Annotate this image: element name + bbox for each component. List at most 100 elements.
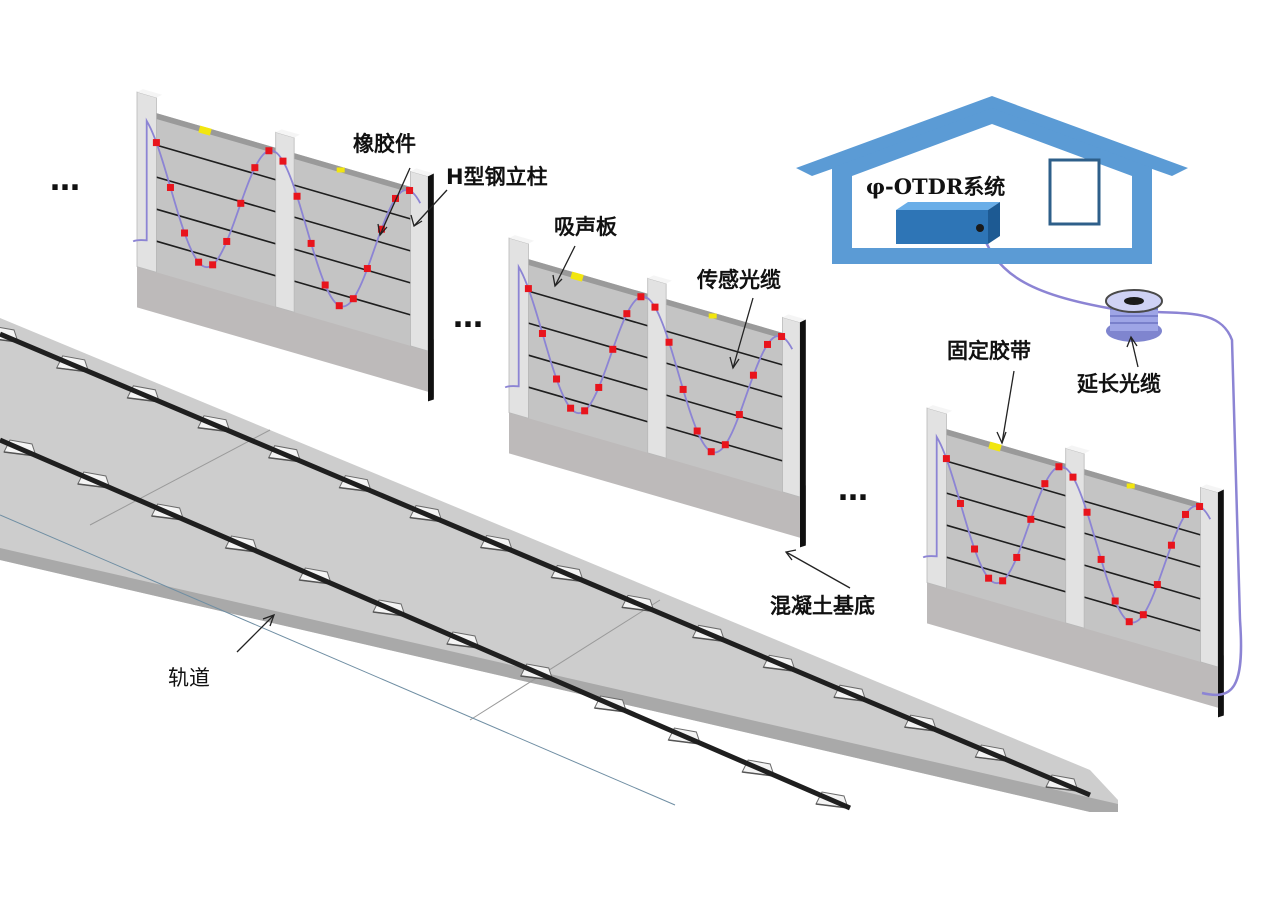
label-fixing-tape: 固定胶带 [947, 339, 1031, 363]
fiber-fixing-point [349, 295, 357, 303]
fiber-fixing-point [335, 302, 343, 310]
fiber-fixing-point [237, 199, 245, 207]
fixing-tape [1126, 483, 1135, 489]
fiber-fixing-point [321, 281, 329, 289]
column-side [1218, 489, 1224, 718]
panel-top [666, 299, 783, 339]
column-top [1200, 484, 1224, 493]
fiber-fixing-point [377, 225, 385, 233]
fiber-fixing-point [1013, 553, 1021, 561]
fiber-fixing-point [1041, 480, 1049, 488]
cable-spool-icon [1105, 289, 1163, 342]
fiber-fixing-point [735, 411, 743, 419]
fiber-fixing-point [251, 164, 259, 172]
label-track: 轨道 [168, 666, 210, 690]
fiber-fixing-point [1083, 508, 1091, 516]
rail-2 [0, 437, 851, 811]
label-otdr-system: φ-OTDR系统 [866, 174, 1005, 199]
concrete-base [927, 572, 1218, 708]
concrete-base [509, 402, 800, 538]
fiber-fixing-point [406, 187, 414, 195]
fixing-tape [570, 271, 584, 282]
h-steel-column [1200, 486, 1219, 668]
fiber-fixing-point [679, 385, 687, 393]
fiber-fixing-point [581, 407, 589, 415]
column-top [927, 405, 953, 414]
fixing-tape [988, 441, 1002, 452]
fiber-fixing-point [524, 285, 532, 293]
extension-fiber-cable [978, 227, 1243, 697]
column-top [410, 168, 434, 177]
panel-seam [293, 216, 411, 252]
fiber-fixing-point [567, 404, 575, 412]
panel-seam [156, 208, 283, 247]
panel-seam [528, 290, 655, 329]
sound-absorbing-panel [156, 113, 283, 309]
label-rubber-part: 橡胶件 [353, 132, 416, 156]
panel-top [156, 113, 283, 156]
fiber-fixing-point [363, 265, 371, 273]
panel-seam [528, 322, 655, 361]
fiber-fixing-point [999, 577, 1007, 585]
column-top [275, 129, 300, 138]
fiber-fixing-point [1167, 541, 1175, 549]
fiber-fixing-point [307, 239, 315, 247]
panel-seam [528, 354, 655, 393]
panel-seam [665, 330, 783, 366]
track-joint [89, 429, 271, 526]
fiber-fixing-point [293, 192, 301, 200]
fixing-tape [336, 167, 345, 173]
panel-seam [1083, 500, 1201, 536]
rail-1 [0, 331, 1091, 798]
panel-seam [1083, 532, 1201, 568]
sensing-fiber [132, 117, 422, 308]
fiber-fixing-point [1125, 618, 1133, 626]
fiber-fixing-point [707, 448, 715, 456]
column-top [782, 314, 806, 323]
fiber-fixing-point [721, 441, 729, 449]
fiber-fixing-point [1196, 503, 1204, 511]
window [1048, 158, 1101, 226]
panel-seam [946, 524, 1073, 563]
fiber-fixing-point [1069, 473, 1077, 481]
fixing-tape [198, 125, 212, 136]
panel-top [294, 153, 411, 193]
fiber-fixing-point [553, 375, 561, 383]
column-top [647, 275, 672, 284]
annotation-arrows [236, 167, 1139, 653]
sound-absorbing-panel [294, 153, 411, 346]
fiber-fixing-point [1055, 463, 1063, 471]
monitoring-station-house [796, 96, 1188, 264]
track-border-line [0, 514, 676, 806]
label-sound-panel: 吸声板 [554, 215, 618, 239]
otdr-device [896, 202, 1000, 244]
panel-seam [946, 556, 1073, 595]
panel-seam [156, 144, 283, 183]
fiber-fixing-point [595, 383, 603, 391]
panel-seam [946, 492, 1073, 531]
panel-seam [156, 176, 283, 215]
noise-barrier-wall [922, 405, 1224, 718]
fiber-fixing-point [942, 455, 950, 463]
column-side [428, 173, 434, 402]
column-top [137, 89, 163, 98]
fiber-fixing-point [693, 427, 701, 435]
fiber-fixing-point [651, 303, 659, 311]
fiber-fixing-point [181, 229, 189, 237]
fiber-fixing-point [637, 293, 645, 301]
fiber-fixing-point [1139, 611, 1147, 619]
fiber-fixing-point [985, 574, 993, 582]
fiber-fixing-point [152, 139, 160, 147]
fiber-fixing-point [971, 545, 979, 553]
column-top [509, 235, 535, 244]
fiber-fixing-point [623, 310, 631, 318]
fiber-fixing-point [778, 333, 786, 341]
noise-barrier-wall [132, 89, 434, 402]
fiber-fixing-point [609, 345, 617, 353]
noise-barrier-wall [504, 235, 806, 548]
fiber-fixing-point [209, 261, 217, 269]
ellipsis-1: … [50, 163, 80, 198]
panel-seam [156, 240, 283, 279]
h-steel-column [410, 170, 429, 352]
panel-seam [665, 362, 783, 398]
